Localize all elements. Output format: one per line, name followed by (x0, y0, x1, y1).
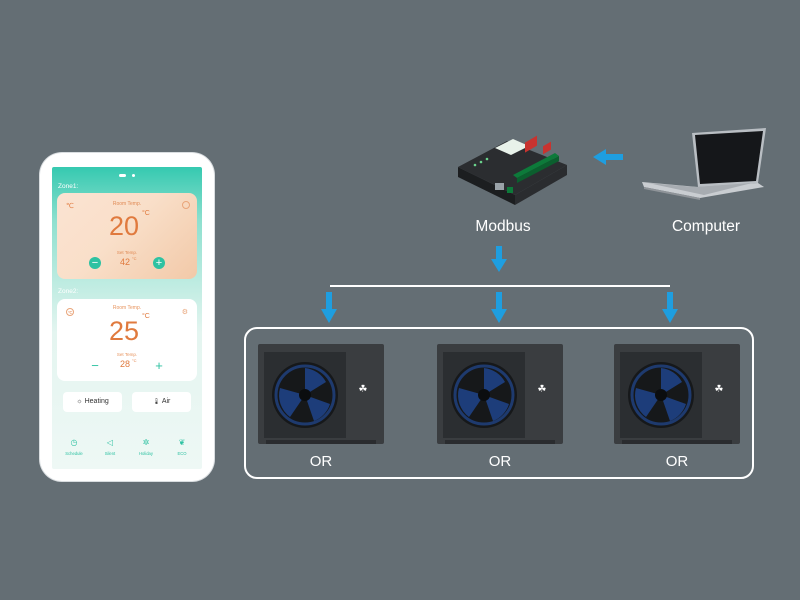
arrow-to-pump-2 (491, 292, 507, 323)
heating-label: Heating (84, 398, 109, 405)
phone-screen: Zone1: ℃ Room Temp. 20 °C Set Temp. 42 °… (52, 167, 202, 469)
fan-icon (443, 352, 525, 438)
zone1-set-temp: 42 (120, 257, 131, 267)
page-indicator (52, 174, 202, 177)
brand-logo-icon: ☘ (358, 384, 368, 395)
thermostat-icon: ℃ (66, 203, 74, 210)
zone2-card[interactable]: ℃ ⚙ Room Temp. 25 °C Set Temp. 28 °C − + (57, 299, 197, 381)
zone1-card[interactable]: ℃ Room Temp. 20 °C Set Temp. 42 °C − + (57, 193, 197, 279)
zone2-set-temp: 28 (120, 359, 131, 369)
or-label-2: OR (488, 453, 512, 470)
heat-pump-1: ☘ (258, 344, 384, 444)
zone1-minus-button[interactable]: − (89, 257, 101, 269)
laptop-computer (642, 128, 766, 200)
nav-silent[interactable]: ◁ Silent (95, 437, 125, 456)
clock-icon: ◷ (70, 438, 78, 447)
nav-schedule[interactable]: ◷ Schedule (59, 437, 89, 456)
pump-base (445, 440, 555, 444)
heat-pump-2: ☘ (437, 344, 563, 444)
modbus-label: Modbus (475, 218, 531, 235)
modbus-device (458, 135, 567, 205)
palm-icon: ✲ (142, 438, 150, 447)
zone1-set-temp-label: Set Temp. (116, 250, 138, 255)
or-label-3: OR (665, 453, 689, 470)
zone2-room-temp: 25 (109, 316, 140, 346)
zone2-label: Zone2: (58, 288, 79, 295)
zone2-minus-button[interactable]: − (91, 358, 99, 373)
nav-holiday-label: Holiday (139, 451, 153, 456)
zone1-unit: °C (142, 210, 150, 217)
fan-icon (620, 352, 702, 438)
gear-icon[interactable]: ⚙ (181, 309, 188, 316)
arrow-to-pump-1 (321, 292, 337, 323)
brand-logo-icon: ☘ (537, 384, 547, 395)
arrow-computer-to-modbus (593, 149, 623, 165)
power-icon[interactable] (182, 201, 190, 209)
zone1-plus-button[interactable]: + (153, 257, 165, 269)
zone1-room-temp: 20 (109, 211, 140, 241)
zone2-plus-button[interactable]: + (155, 358, 163, 373)
heat-pump-3: ☘ (614, 344, 740, 444)
nav-holiday[interactable]: ✲ Holiday (131, 437, 161, 456)
nav-eco[interactable]: ❦ ECO (167, 437, 197, 456)
arrow-modbus-down (491, 246, 507, 272)
leaf-icon: ❦ (178, 438, 186, 447)
pump-base (622, 440, 732, 444)
heat-pump-group-frame (244, 327, 754, 479)
nav-schedule-label: Schedule (65, 451, 83, 456)
or-label-1: OR (309, 453, 333, 470)
zone2-unit: °C (142, 313, 150, 320)
nav-eco-label: ECO (177, 451, 187, 456)
pump-base (266, 440, 376, 444)
zone2-room-temp-label: Room Temp. (112, 305, 142, 311)
nav-silent-label: Silent (104, 451, 116, 456)
speaker-icon: ◁ (106, 438, 114, 447)
zone2-set-temp-label: Set Temp. (116, 352, 138, 357)
thermostat-icon: ℃ (66, 308, 74, 316)
zone2-set-unit: °C (132, 358, 137, 363)
heating-mode-button[interactable]: ☼ Heating (63, 392, 122, 412)
air-mode-button[interactable]: 🌡 Air (132, 392, 191, 412)
fan-icon (264, 352, 346, 438)
brand-logo-icon: ☘ (714, 384, 724, 395)
zone1-room-temp-label: Room Temp. (112, 201, 142, 207)
thermometer-icon: 🌡 (152, 399, 161, 405)
air-label: Air (161, 398, 171, 405)
arrow-to-pump-3 (662, 292, 678, 323)
sun-icon: ☼ (76, 398, 83, 405)
zone1-set-unit: °C (132, 256, 137, 261)
zone1-label: Zone1: (58, 183, 79, 190)
computer-label: Computer (671, 218, 741, 235)
